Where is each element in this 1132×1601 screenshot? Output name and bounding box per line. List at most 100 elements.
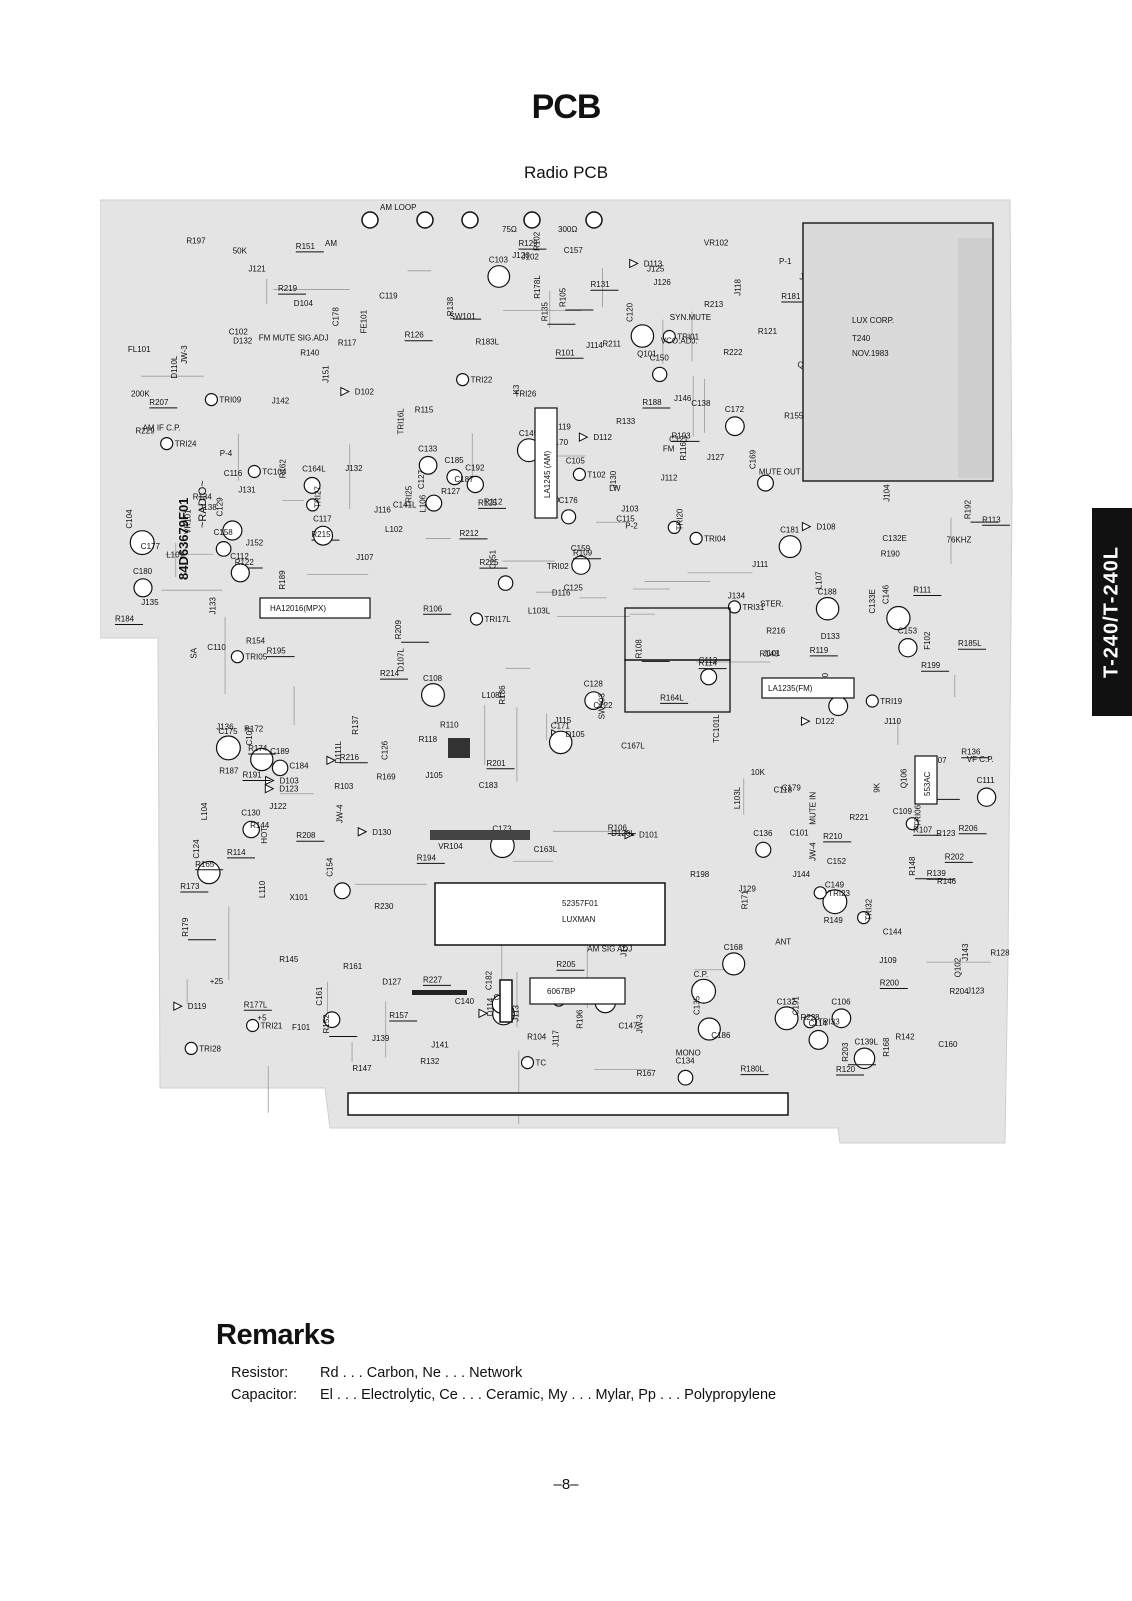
- component-ref-label: J111: [752, 560, 769, 569]
- component-ref-label: R190: [881, 549, 901, 558]
- component-ref-label: R187: [219, 767, 239, 776]
- capacitor-symbol: [828, 696, 849, 717]
- component-ref-label: J129: [739, 885, 757, 894]
- transistor-symbol: [247, 464, 261, 479]
- component-ref-label: R225: [480, 558, 500, 567]
- transistor-symbol: [865, 694, 879, 708]
- component-ref-label: C146: [881, 584, 890, 604]
- component-ref-label: R126: [405, 331, 425, 340]
- component-ref-label: R127: [441, 487, 461, 496]
- component-ref-label: R193: [672, 431, 692, 440]
- capacitor-symbol: [418, 455, 438, 475]
- component-ref-label: C189: [270, 747, 290, 756]
- component-ref-label: R210: [823, 832, 843, 841]
- component-ref-label: R167: [637, 1069, 657, 1078]
- capacitor-symbol: [774, 1006, 799, 1031]
- component-ref-label: R174: [248, 744, 268, 753]
- remarks-capacitor-text: El . . . Electrolytic, Ce . . . Ceramic,…: [320, 1387, 777, 1403]
- component-ref-label: D130: [372, 828, 392, 837]
- component-ref-label: C136: [753, 829, 773, 838]
- capacitor-symbol: [725, 416, 745, 437]
- component-ref-label: R209: [394, 620, 403, 640]
- component-ref-label: D107L: [397, 648, 406, 672]
- component-ref-label: C159: [571, 544, 591, 553]
- component-ref-label: R189: [278, 570, 287, 590]
- component-ref-label: R145: [279, 955, 299, 964]
- component-ref-label: 50K: [233, 247, 248, 256]
- capacitor-symbol: [133, 578, 153, 598]
- capacitor-symbol: [230, 563, 250, 583]
- capacitor-symbol: [815, 596, 840, 621]
- component-ref-label: L108L: [482, 691, 505, 700]
- component-ref-label: J114: [586, 341, 603, 350]
- component-ref-label: J138: [199, 503, 217, 512]
- component-ref-label: C105: [566, 457, 586, 466]
- component-ref-label: C176: [559, 496, 579, 505]
- capacitor-symbol: [831, 1008, 852, 1029]
- component-ref-label: C187: [454, 475, 474, 484]
- component-ref-label: F101: [292, 1023, 311, 1032]
- component-ref-label: R123: [936, 829, 956, 838]
- transistor-symbol: [246, 1018, 260, 1033]
- component-ref-label: C125: [564, 583, 584, 592]
- capacitor-symbol: [313, 525, 334, 546]
- component-ref-label: C181: [780, 526, 800, 535]
- component-ref-label: J144: [793, 870, 811, 879]
- fm-300-label: 300Ω: [558, 225, 577, 234]
- component-ref-label: C150: [650, 353, 670, 362]
- capacitor-symbol: [976, 787, 997, 807]
- transistor-symbol: [456, 373, 470, 387]
- transistor-symbol: [184, 1041, 198, 1056]
- component-ref-label: R161: [343, 962, 363, 971]
- ic-la1235: [761, 677, 855, 699]
- component-ref-label: R165: [195, 860, 215, 869]
- capacitor-symbol: [446, 469, 463, 486]
- component-ref-label: C158: [214, 528, 234, 537]
- component-ref-label: R116: [679, 442, 688, 461]
- component-ref-label: R129: [519, 239, 539, 248]
- component-ref-label: TRI04: [704, 534, 726, 543]
- component-ref-label: D113: [644, 259, 663, 268]
- ic6-label: 553AC: [923, 771, 932, 796]
- component-ref-label: J145: [620, 939, 629, 957]
- capacitor-symbol: [677, 1069, 694, 1086]
- if-can-2: [624, 659, 731, 713]
- component-ref-label: J152: [246, 539, 264, 548]
- component-ref-label: C191: [791, 996, 800, 1016]
- component-ref-label: J104: [883, 484, 892, 502]
- capacitor-symbol: [697, 1017, 721, 1041]
- component-ref-label: R178L: [533, 275, 542, 299]
- component-ref-label: TRI27: [314, 486, 323, 508]
- component-ref-label: C122: [593, 701, 613, 710]
- transistor-symbol: [160, 437, 174, 451]
- component-ref-label: C.P.: [694, 970, 709, 979]
- component-ref-label: R105: [558, 287, 567, 307]
- capacitor-symbol: [756, 474, 774, 492]
- component-ref-label: R219: [278, 284, 298, 293]
- component-ref-label: R177L: [244, 1000, 268, 1009]
- component-ref-label: R157: [389, 1011, 409, 1020]
- component-ref-label: R118: [419, 735, 438, 744]
- component-ref-label: R171: [740, 890, 749, 910]
- component-ref-label: R204: [950, 987, 970, 996]
- component-ref-label: C152: [827, 857, 847, 866]
- capacitor-symbol: [421, 683, 446, 708]
- board-outline: [100, 199, 1013, 1144]
- component-ref-label: R191: [243, 771, 263, 780]
- component-ref-label: R154: [246, 636, 266, 645]
- component-ref-label: D119: [188, 1002, 207, 1011]
- component-ref-label: TRI20: [675, 508, 684, 530]
- stamp-line1: LUX CORP.: [852, 316, 894, 325]
- component-ref-label: R139: [927, 869, 947, 878]
- component-ref-label: J115: [554, 716, 571, 725]
- component-ref-label: R194: [417, 853, 437, 862]
- component-ref-label: C120: [625, 302, 634, 322]
- component-ref-label: R151: [296, 242, 316, 251]
- capacitor-symbol: [333, 882, 351, 900]
- component-ref-label: TRI16L: [397, 408, 406, 435]
- page-subtitle: Radio PCB: [523, 163, 609, 182]
- component-ref-label: R168: [882, 1037, 891, 1057]
- capacitor-symbol: [222, 520, 243, 541]
- capacitor-symbol: [808, 1029, 829, 1050]
- component-ref-label: J122: [269, 802, 287, 811]
